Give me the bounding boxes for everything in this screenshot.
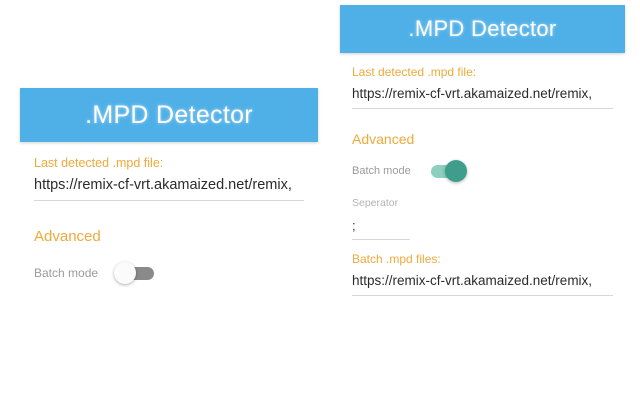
left-batch-mode-toggle[interactable] <box>114 262 156 284</box>
right-advanced-heading: Advanced <box>352 131 415 147</box>
left-app-screenshot: .MPD Detector Last detected .mpd file: h… <box>20 88 318 320</box>
right-app-bar: .MPD Detector <box>340 5 625 53</box>
right-separator-value[interactable]: ; <box>352 218 356 233</box>
right-last-detected-value[interactable]: https://remix-cf-vrt.akamaized.net/remix… <box>352 86 593 101</box>
right-separator-underline <box>352 239 410 240</box>
left-last-detected-underline <box>34 200 304 201</box>
left-last-detected-label: Last detected .mpd file: <box>34 156 164 170</box>
right-batch-mode-row: Batch mode <box>352 160 613 182</box>
left-batch-mode-row: Batch mode <box>34 262 304 284</box>
left-app-bar: .MPD Detector <box>20 88 318 142</box>
right-separator-label: Seperator <box>352 197 399 209</box>
right-app-body: Last detected .mpd file: https://remix-c… <box>340 65 625 296</box>
left-advanced-heading: Advanced <box>34 228 101 245</box>
left-app-title: .MPD Detector <box>85 100 253 129</box>
right-batch-files-label: Batch .mpd files: <box>352 252 441 266</box>
left-app-body: Last detected .mpd file: https://remix-c… <box>20 156 318 284</box>
right-last-detected-label: Last detected .mpd file: <box>352 65 477 79</box>
right-batch-mode-toggle[interactable] <box>425 160 467 182</box>
left-batch-mode-label: Batch mode <box>34 266 99 280</box>
toggle-knob-icon <box>444 160 467 182</box>
left-last-detected-value[interactable]: https://remix-cf-vrt.akamaized.net/remix… <box>34 177 292 193</box>
right-app-screenshot: .MPD Detector Last detected .mpd file: h… <box>340 5 625 373</box>
right-app-title: .MPD Detector <box>408 16 557 41</box>
right-last-detected-underline <box>352 108 613 109</box>
toggle-knob-icon <box>114 262 137 284</box>
right-batch-files-underline <box>352 295 613 296</box>
right-batch-files-value[interactable]: https://remix-cf-vrt.akamaized.net/remix… <box>352 273 593 288</box>
right-batch-mode-label: Batch mode <box>352 165 411 177</box>
